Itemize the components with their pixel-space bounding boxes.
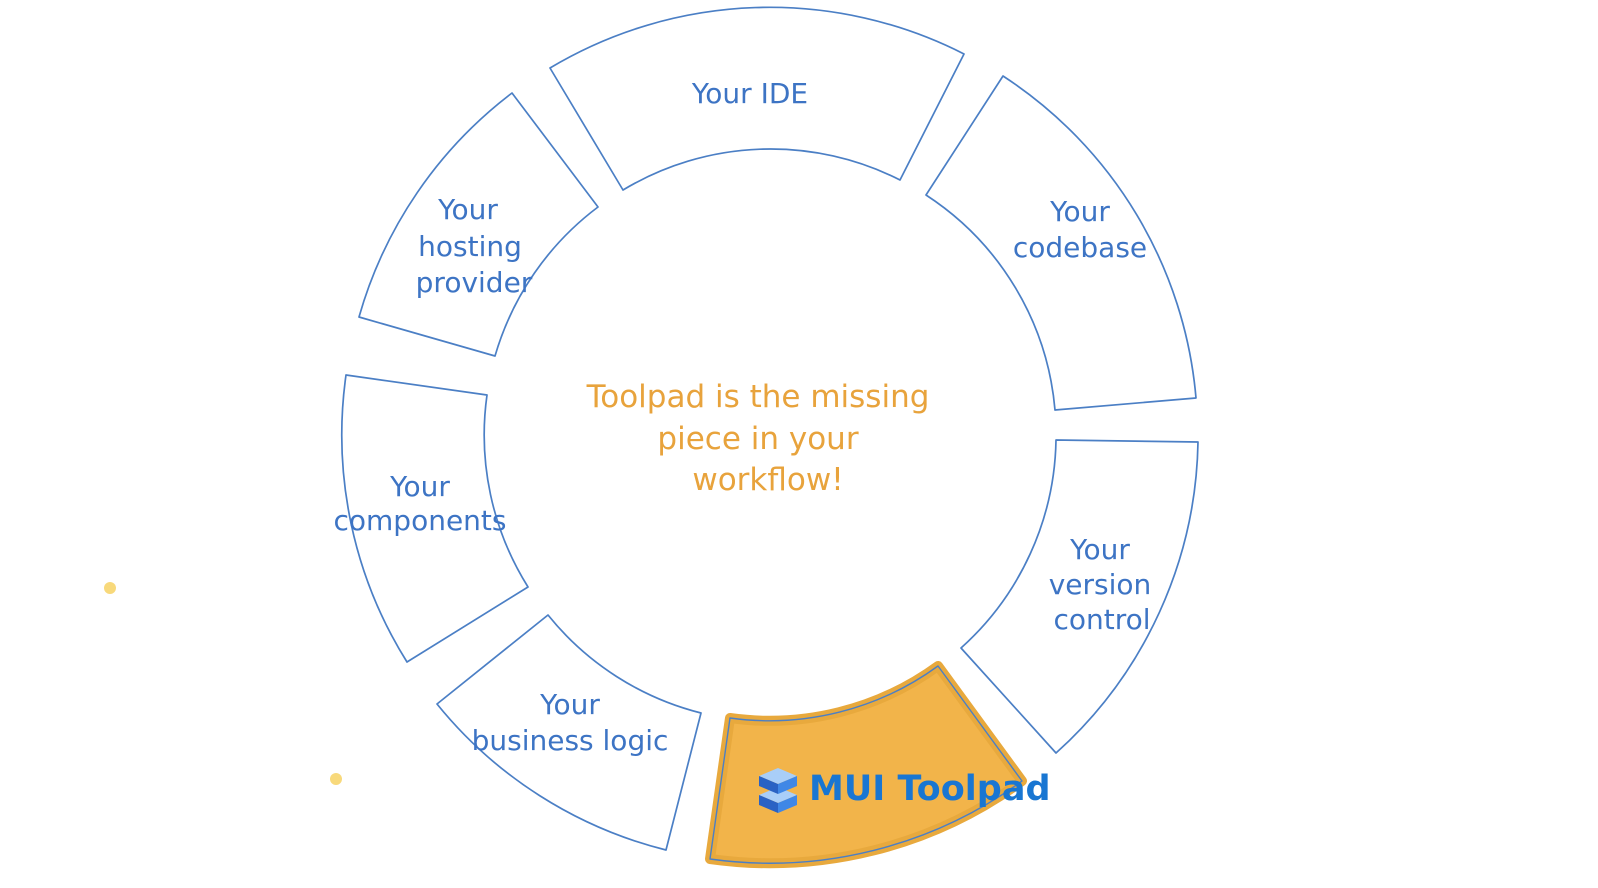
label-your-hosting-provider-line3: provider [416, 266, 533, 299]
label-your-version-control-line3: control [1053, 603, 1150, 636]
segment-mui-toolpad-outline [709, 665, 1023, 864]
yellow-dot-bottom [330, 773, 342, 785]
segment-your-hosting-provider [358, 92, 599, 357]
center-caption-line1: Toolpad is the missing [586, 379, 930, 415]
mui-toolpad-logo: MUI Toolpad [759, 768, 1051, 813]
label-your-business-logic-line1: Your [539, 688, 600, 721]
segment-your-components [340, 374, 529, 663]
segment-your-version-control [960, 439, 1199, 754]
mui-toolpad-logo-text: MUI Toolpad [809, 769, 1051, 809]
mui-toolpad-logo-icon [759, 768, 797, 813]
label-your-business-logic-line2: business logic [472, 724, 669, 757]
label-your-version-control-line1: Your [1069, 533, 1130, 566]
center-caption-line3: workflow! [692, 462, 843, 498]
segment-your-codebase [925, 75, 1197, 411]
label-your-hosting-provider-line1: Your [437, 193, 498, 226]
center-caption-line2: piece in your [657, 421, 858, 457]
segment-your-ide [549, 6, 965, 191]
segment-your-business-logic [436, 614, 702, 851]
label-your-version-control-line2: version [1049, 568, 1152, 601]
center-caption: Toolpad is the missing piece in your wor… [586, 379, 930, 498]
label-your-codebase-line1: Your [1049, 195, 1110, 228]
label-your-components-line2: components [334, 504, 507, 537]
label-your-codebase-line2: codebase [1013, 231, 1147, 264]
label-your-ide: Your IDE [691, 77, 808, 110]
segment-mui-toolpad-fill [705, 661, 1027, 869]
yellow-dot-left [104, 582, 116, 594]
label-your-hosting-provider-line2: hosting [418, 230, 522, 263]
label-your-components-line1: Your [389, 470, 450, 503]
